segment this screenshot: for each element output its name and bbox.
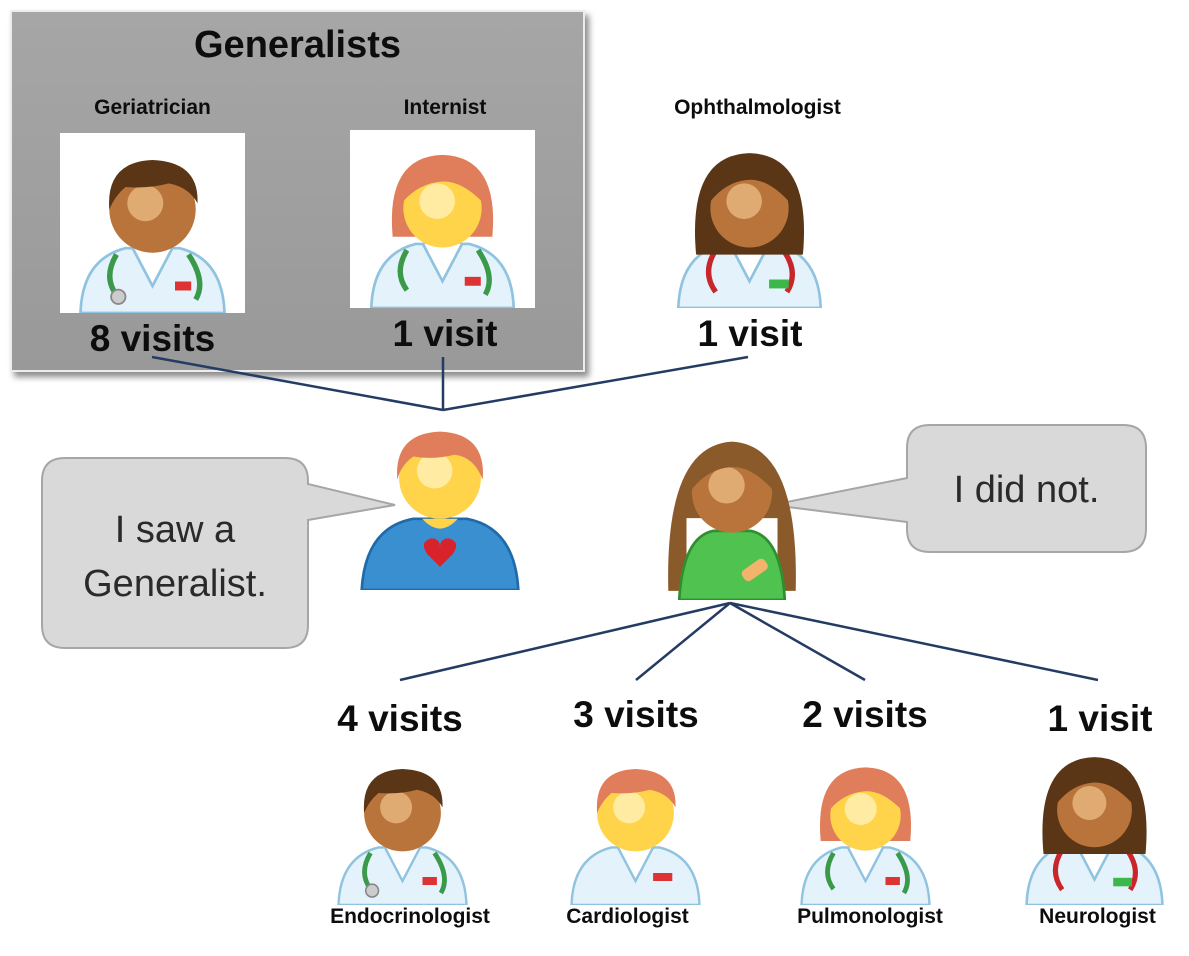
- internist-label: Internist: [403, 96, 487, 119]
- internist-visits: 1 visit: [392, 313, 498, 354]
- neurologist-doctor-icon: [1003, 735, 1186, 905]
- generalist-patient-icon: [350, 412, 530, 590]
- generalist-speech-line-2: Generalist.: [83, 563, 267, 605]
- specialist-patient-icon: [632, 418, 832, 600]
- connector-cardiologist: [635, 602, 731, 681]
- ophthalmologist-label: Ophthalmologist: [674, 96, 841, 119]
- connector-ophthalmologist: [442, 355, 749, 412]
- geriatrician-label: Geriatrician: [94, 96, 211, 119]
- connector-geriatrician: [151, 355, 444, 412]
- pulmonologist-label: Pulmonologist: [797, 905, 943, 928]
- connector-pulmonologist: [729, 601, 866, 682]
- cardiologist-doctor-icon: [548, 745, 723, 905]
- generalist-speech-line-1: I saw a: [114, 509, 236, 551]
- geriatrician-visits: 8 visits: [89, 318, 216, 359]
- internist-doctor-icon: [350, 130, 535, 308]
- endocrinologist-doctor-icon: [315, 745, 490, 905]
- cardiologist-label: Cardiologist: [566, 905, 689, 928]
- generalists-title: Generalists: [194, 24, 401, 66]
- speech-bubble-specialist: [771, 424, 1147, 553]
- cardiologist-visits: 3 visits: [573, 694, 699, 735]
- ophthalmologist-visits: 1 visit: [697, 313, 803, 354]
- geriatrician-doctor-icon: [60, 133, 245, 313]
- endocrinologist-visits: 4 visits: [337, 698, 463, 739]
- neurologist-visits: 1 visit: [1047, 698, 1153, 739]
- connector-neurologist: [729, 601, 1099, 682]
- ophthalmologist-doctor-icon: [657, 130, 842, 308]
- specialist-speech: I did not.: [953, 469, 1100, 511]
- endocrinologist-label: Endocrinologist: [330, 905, 490, 928]
- speech-bubble-generalist: [41, 457, 396, 649]
- connector-endocrinologist: [399, 601, 731, 682]
- pulmonologist-visits: 2 visits: [802, 694, 928, 735]
- pulmonologist-doctor-icon: [778, 745, 953, 905]
- neurologist-label: Neurologist: [1039, 905, 1156, 928]
